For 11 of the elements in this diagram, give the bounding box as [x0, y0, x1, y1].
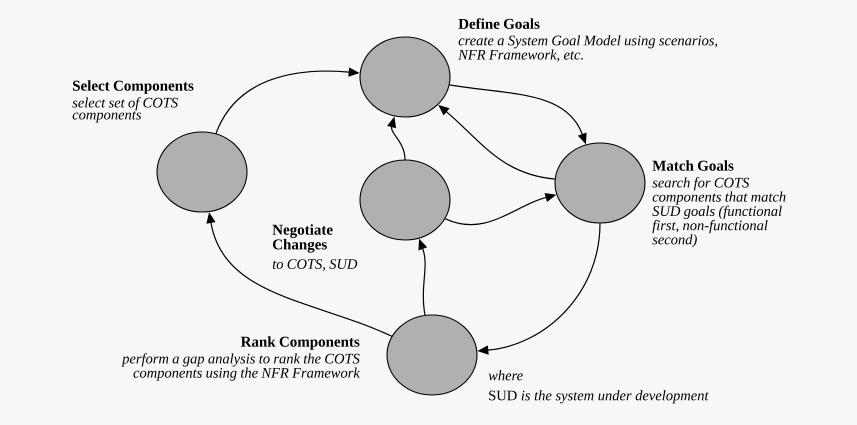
step-title: Match Goals — [652, 160, 734, 171]
step-title: Negotiate Changes — [272, 224, 333, 253]
step-description: search for COTS components that match SUD goals (functional first, non-functional second) — [652, 177, 786, 248]
step-title: Rank Components — [240, 336, 360, 350]
step-title: Select Components — [73, 80, 194, 94]
step-title: Define Goals — [458, 18, 540, 29]
note-text: SUD is the system under development — [489, 390, 709, 404]
step-description: to COTS, SUD — [272, 259, 358, 272]
step-description: perform a gap analysis to rank the COTS components using the NFR Framework — [121, 353, 360, 381]
step-description: create a System Goal Model using scenarios, NFR Framework, etc. — [458, 35, 718, 62]
step-description: select set of COTS components — [72, 97, 178, 122]
